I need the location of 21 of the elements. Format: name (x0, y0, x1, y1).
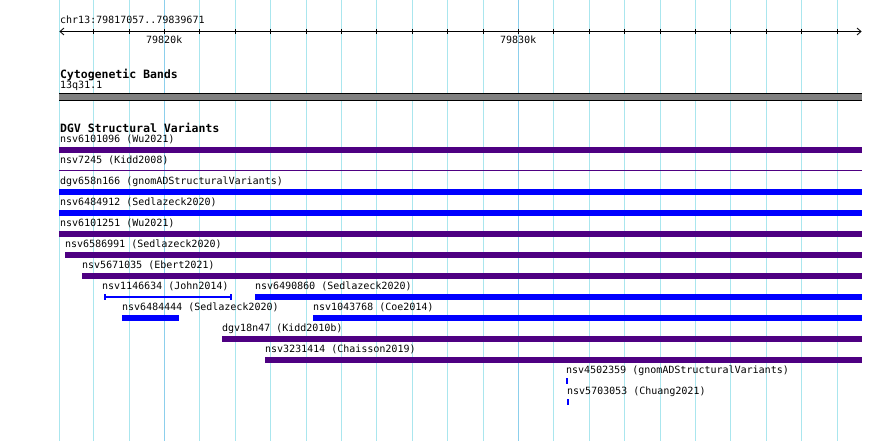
coordinate-label: chr13:79817057..79839671 (60, 15, 204, 27)
track-title: DGV Structural Variants (60, 122, 220, 134)
tick-label: 79830k (500, 35, 536, 47)
variant-label: nsv6101251 (Wu2021) (60, 218, 174, 230)
tick-label: 79820k (146, 35, 182, 47)
variant-label: nsv6101096 (Wu2021) (60, 134, 174, 146)
variant-label: nsv6586991 (Sedlazeck2020) (65, 239, 222, 251)
variant-label: nsv6490860 (Sedlazeck2020) (255, 281, 412, 293)
variant-label: dgv658n166 (gnomADStructuralVariants) (60, 176, 283, 188)
variant-label: nsv5703053 (Chuang2021) (567, 386, 706, 398)
band-label: 13q31.1 (60, 80, 102, 92)
variant-label: nsv6484912 (Sedlazeck2020) (60, 197, 217, 209)
variant-label: nsv1146634 (John2014) (102, 281, 228, 293)
track-title: Cytogenetic Bands (60, 68, 178, 80)
variant-label: nsv6484444 (Sedlazeck2020) (122, 302, 279, 314)
variant-label: nsv7245 (Kidd2008) (60, 155, 168, 167)
variant-label: nsv3231414 (Chaisson2019) (265, 344, 416, 356)
variant-label: dgv18n47 (Kidd2010b) (222, 323, 342, 335)
variant-label: nsv5671035 (Ebert2021) (82, 260, 214, 272)
variant-label: nsv4502359 (gnomADStructuralVariants) (566, 365, 789, 377)
variant-label: nsv1043768 (Coe2014) (313, 302, 434, 314)
